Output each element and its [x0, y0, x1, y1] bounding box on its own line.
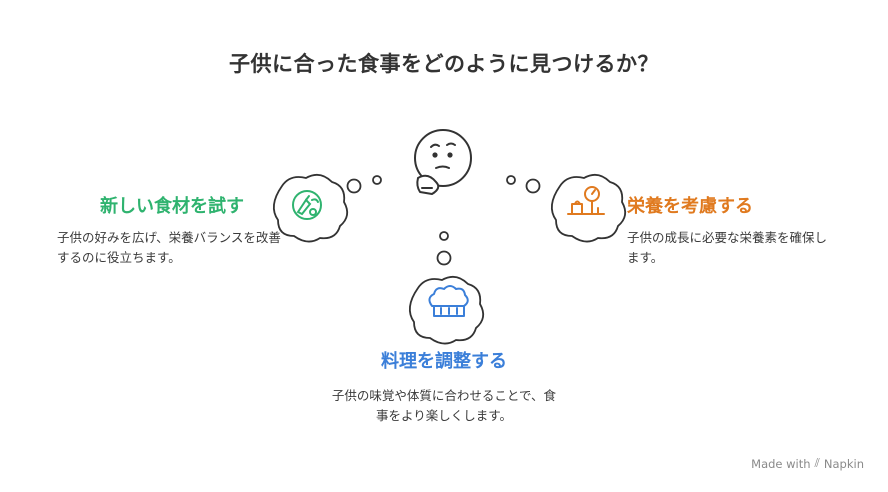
- brand-text: Made with: [751, 456, 811, 471]
- right-cloud: [550, 173, 627, 243]
- diagram-title: 子供に合った食事をどのように見つけるか？: [229, 52, 659, 76]
- bottom-cloud: [408, 275, 485, 345]
- node-description-adjust-cooking: 子供の味覚や体質に合わせることで、食事をより楽しくします。: [331, 388, 557, 423]
- node-heading-adjust-cooking: 料理を調整する: [381, 351, 507, 372]
- node-heading-nutrition: 栄養を考慮する: [627, 196, 753, 217]
- vegetables-icon: [292, 190, 322, 220]
- nutrition-scale-icon: [567, 186, 605, 215]
- node-heading-new-ingredients: 新しい食材を試す: [100, 196, 244, 217]
- node-description-new-ingredients: 子供の好みを広げ、栄養バランスを改善するのに役立ちます。: [57, 230, 281, 265]
- chef-hat-icon: [428, 285, 469, 317]
- brand-watermark: Made with ⫽ Napkin: [751, 456, 864, 471]
- napkin-logo-icon: ⫽: [814, 456, 820, 470]
- brand-name: Napkin: [823, 456, 864, 471]
- node-description-nutrition: 子供の成長に必要な栄養素を確保します。: [627, 230, 828, 265]
- left-cloud: [272, 173, 349, 243]
- thought-dots: [346, 175, 541, 266]
- thinking-face-icon: [414, 129, 472, 195]
